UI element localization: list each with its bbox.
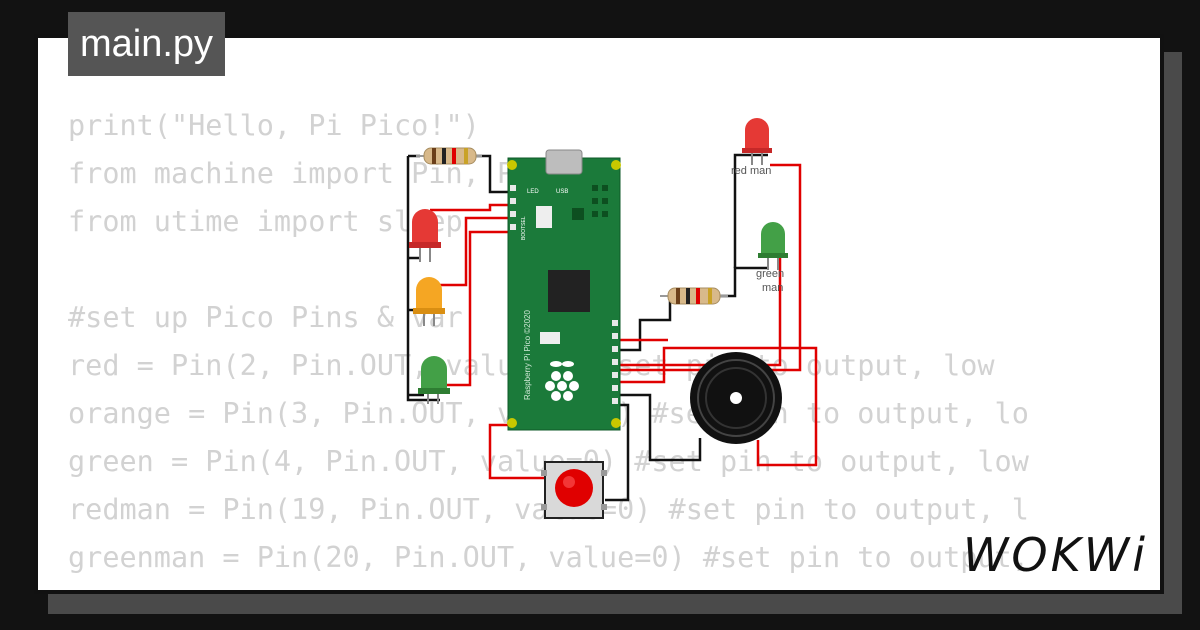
push-button xyxy=(541,461,607,519)
led-orange xyxy=(413,277,445,326)
raspberry-logo xyxy=(545,361,579,401)
board-text: Raspberry Pi Pico ©2020 xyxy=(523,310,532,400)
resistor-right xyxy=(660,287,728,305)
usb-label: USB xyxy=(556,189,568,195)
led-red-man xyxy=(742,118,772,165)
pico-board: Raspberry Pi Pico ©2020 LED USB BOOTSEL xyxy=(507,149,621,431)
buzzer xyxy=(690,352,782,444)
wokwi-logo: WOKWi xyxy=(962,528,1148,582)
code-line: from utime import sleep xyxy=(68,205,463,238)
code-line: green = Pin(4, Pin.OUT, value=0) #set pi… xyxy=(68,445,1029,478)
red-man-label: red man xyxy=(731,165,771,177)
green-man-label-1: green xyxy=(756,268,784,280)
led-green-man xyxy=(758,222,788,270)
led-green xyxy=(418,356,450,404)
code-line: #set up Pico Pins & var xyxy=(68,301,463,334)
file-tab-main-py[interactable]: main.py xyxy=(68,12,226,76)
code-background: print("Hello, Pi Pico!")from machine imp… xyxy=(68,102,1029,582)
led-red xyxy=(409,209,441,262)
code-line: print("Hello, Pi Pico!") xyxy=(68,109,480,142)
led-pin-label: LED xyxy=(527,189,539,195)
green-man-label-2: man xyxy=(762,282,783,294)
black-wires xyxy=(406,153,768,502)
resistor-left xyxy=(416,147,482,165)
code-line: greenman = Pin(20, Pin.OUT, value=0) #se… xyxy=(68,541,1029,574)
code-line: redman = Pin(19, Pin.OUT, value=0) #set … xyxy=(68,493,1029,526)
bootsel-label: BOOTSEL xyxy=(521,216,527,240)
